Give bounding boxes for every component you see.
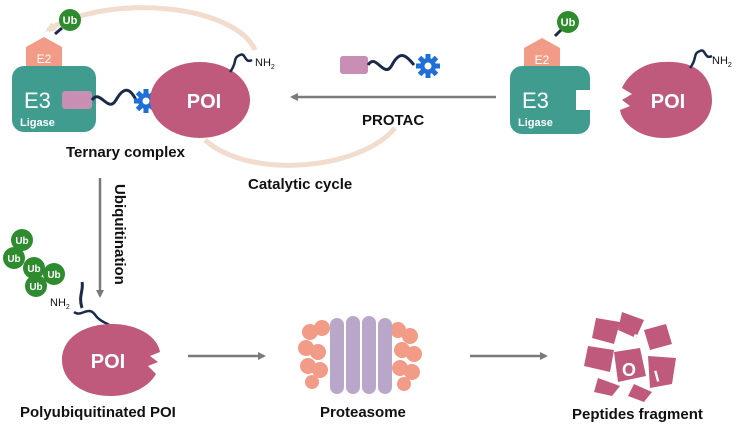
- polyubiquitinated-poi-label: Polyubiquitinated POI: [20, 404, 176, 421]
- e3-ligase-block: [12, 66, 96, 132]
- e3-ligase-block: [510, 66, 590, 134]
- e3-label: E3: [24, 88, 51, 113]
- protac-label: PROTAC: [362, 112, 425, 129]
- polyubiquitinated-poi: Ub Ub Ub Ub Ub NH2 POI: [3, 229, 160, 396]
- svg-text:Ub: Ub: [7, 254, 20, 265]
- svg-text:E2: E2: [535, 53, 550, 67]
- ternary-complex: Ub E2 E3 Ligase POI NH2: [12, 9, 275, 138]
- protac-molecule: [340, 54, 440, 78]
- svg-text:Ub: Ub: [15, 236, 28, 247]
- ub-icon: [25, 275, 47, 297]
- svg-text:E3: E3: [522, 88, 549, 113]
- protac-e3-ligand: [62, 91, 92, 109]
- svg-text:Ub: Ub: [29, 282, 42, 293]
- free-e3-ligase: Ub E2 E3 Ligase: [510, 11, 590, 134]
- proteasome: [298, 316, 422, 394]
- svg-text:POI: POI: [91, 351, 125, 373]
- svg-text:Ub: Ub: [27, 264, 40, 275]
- svg-text:POI: POI: [651, 91, 685, 113]
- ub-icon: [43, 263, 65, 285]
- ligase-label: Ligase: [20, 117, 55, 129]
- nh2-label: NH2: [255, 57, 275, 71]
- fragment-letter-i: I: [653, 368, 662, 386]
- gear-icon: [416, 54, 440, 78]
- ub-label: Ub: [63, 15, 78, 27]
- ub-icon: [11, 229, 33, 251]
- poi-label: POI: [187, 91, 221, 113]
- catalytic-arc-bottom: [203, 126, 397, 168]
- protac-linker: [90, 88, 138, 106]
- peptides-fragment-label: Peptides fragment: [572, 406, 703, 423]
- ternary-complex-label: Ternary complex: [66, 144, 185, 161]
- peptide-fragments: [584, 312, 676, 402]
- catalytic-cycle-label: Catalytic cycle: [248, 176, 353, 193]
- svg-text:Ub: Ub: [561, 17, 576, 29]
- poi-ellipse: [150, 62, 250, 138]
- e2-label: E2: [37, 52, 52, 66]
- ub-icon: [3, 247, 25, 269]
- ub-icon: [557, 11, 579, 33]
- ub-icon: [23, 257, 45, 279]
- poi-tail: [228, 53, 253, 73]
- svg-text:Ub: Ub: [47, 270, 60, 281]
- fragment-letter-o: O: [622, 360, 636, 380]
- proteasome-label: Proteasome: [320, 404, 406, 421]
- svg-text:NH2: NH2: [712, 55, 732, 69]
- free-poi: POI NH2: [620, 49, 732, 138]
- poi-ellipse: [62, 324, 160, 396]
- svg-text:NH2: NH2: [50, 297, 70, 311]
- ubiquitination-label: Ubiquitination: [111, 184, 128, 285]
- ub-icon: [59, 9, 81, 31]
- svg-text:Ligase: Ligase: [518, 117, 553, 129]
